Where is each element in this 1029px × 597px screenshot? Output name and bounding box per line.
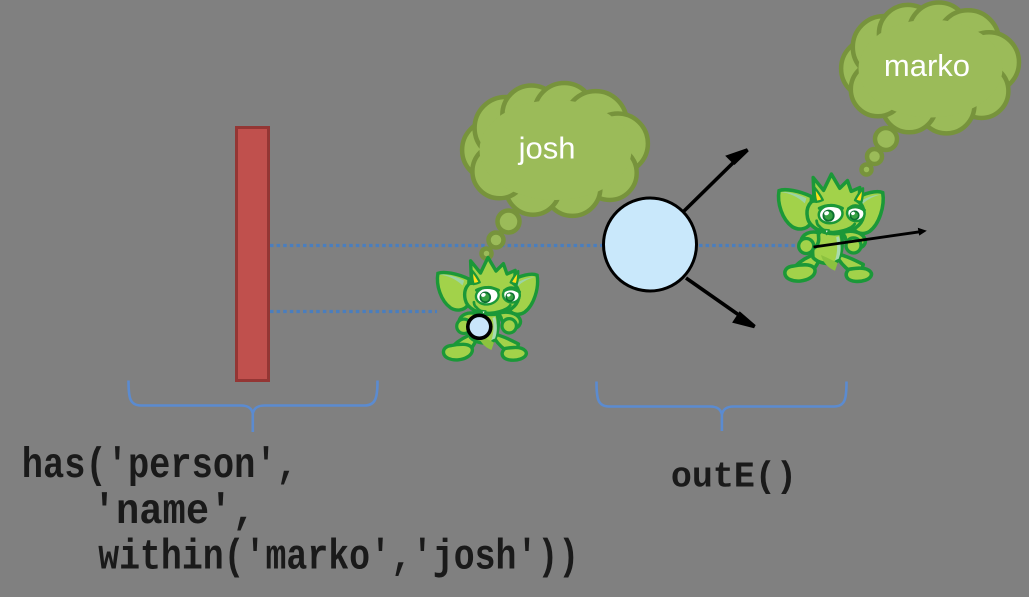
svg-text:'name',: 'name', [93,487,256,536]
svg-text:marko: marko [884,48,970,83]
svg-text:has('person',: has('person', [22,441,298,490]
svg-text:josh: josh [518,131,576,166]
svg-text:within('marko','josh')): within('marko','josh')) [98,532,579,581]
svg-text:outE(): outE() [671,457,797,498]
